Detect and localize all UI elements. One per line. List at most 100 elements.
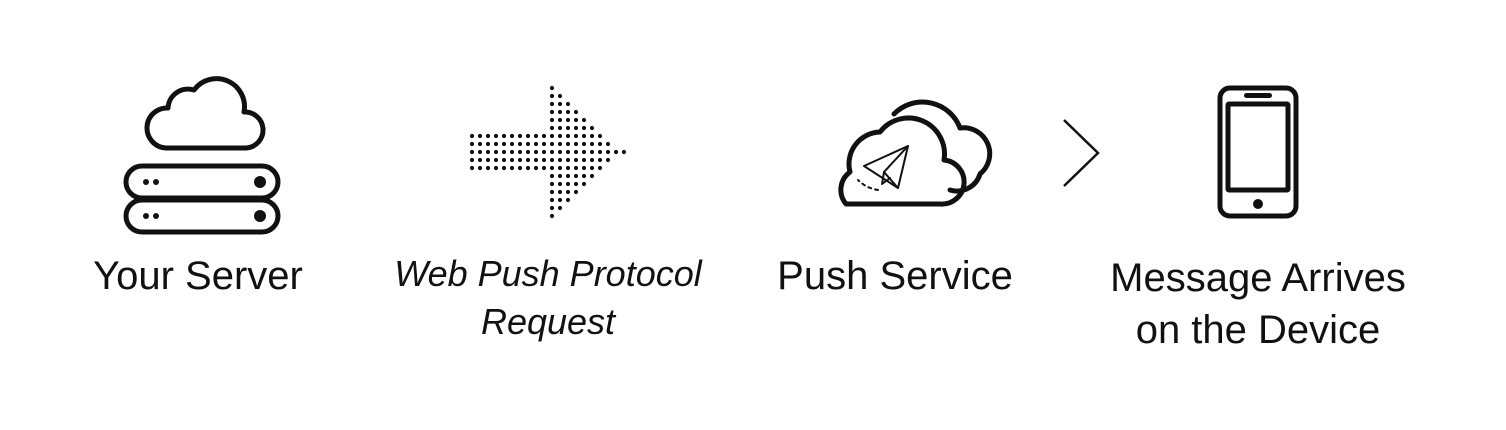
arrow-dot [501,133,507,139]
arrow-dot [533,133,539,139]
arrow-dot [565,141,571,147]
arrow-dot [565,109,571,115]
arrow-dot [557,149,563,155]
arrow-dot [549,197,555,203]
arrow-dot [549,165,555,171]
arrow-dot [565,173,571,179]
step-label-message-arrives: Message Arrives on the Device [1088,252,1428,356]
arrow-dot [493,133,499,139]
arrow-dot [549,213,555,219]
arrow-dot [565,125,571,131]
arrow-dot [485,157,491,163]
arrow-dot [589,133,595,139]
arrow-dot [477,149,483,155]
arrow-dot [581,125,587,131]
step-label-line-1: Web Push Protocol [394,253,702,294]
arrow-dot [549,117,555,123]
arrow-dot [605,149,611,155]
step-label-line-2: on the Device [1135,308,1381,352]
arrow-dot [517,149,523,155]
arrow-dot [549,125,555,131]
arrow-dot [589,157,595,163]
arrow-dot [565,165,571,171]
arrow-dot [517,141,523,147]
arrow-dot [573,157,579,163]
arrow-dot [581,141,587,147]
arrow-dot [549,149,555,155]
arrow-dot [509,149,515,155]
arrow-dot [541,165,547,171]
step-label-line-2: Request [480,301,616,342]
arrow-dot [509,165,515,171]
arrow-dot [517,157,523,163]
arrow-dot [549,141,555,147]
arrow-dot [525,149,531,155]
arrow-dot [581,117,587,123]
step-label-line-1: Message Arrives [1110,256,1406,300]
arrow-dot [565,197,571,203]
arrow-dot [557,125,563,131]
arrow-dot [605,141,611,147]
arrow-dot [557,173,563,179]
arrow-dot [557,197,563,203]
arrow-dot [549,157,555,163]
arrow-dot [597,165,603,171]
arrow-dot [541,149,547,155]
arrow-dot [573,149,579,155]
arrow-dot [581,173,587,179]
arrow-dot [509,133,515,139]
arrow-dot [557,165,563,171]
arrow-dot [581,133,587,139]
arrow-dot [589,141,595,147]
arrow-dot [557,141,563,147]
arrow-dot [525,165,531,171]
arrow-dot [477,157,483,163]
arrow-dot [565,101,571,107]
arrow-dot [477,165,483,171]
arrow-dot [597,133,603,139]
arrow-dot [493,149,499,155]
arrow-dot [589,173,595,179]
arrow-dot [477,141,483,147]
arrow-dot [541,141,547,147]
arrow-dot [565,181,571,187]
arrow-dot [549,101,555,107]
arrow-dot [565,117,571,123]
arrow-dot [501,165,507,171]
arrow-dot [589,165,595,171]
step-label-your-server: Your Server [93,254,303,298]
arrow-dot [613,149,619,155]
cloud-paper-plane-icon [838,99,993,207]
arrow-dot [573,181,579,187]
arrow-dot [549,133,555,139]
arrow-dot [597,141,603,147]
arrow-dot [581,181,587,187]
arrow-dot [573,141,579,147]
arrow-dot [549,93,555,99]
arrow-dot [533,141,539,147]
arrow-dot [549,181,555,187]
arrow-dot [533,157,539,163]
arrow-dot [477,133,483,139]
arrow-dot [589,125,595,131]
arrow-dot [581,165,587,171]
arrow-dot [549,85,555,91]
arrow-dot [509,157,515,163]
arrow-dot [485,165,491,171]
arrow-dot [541,133,547,139]
arrow-dot [557,157,563,163]
dotted-arrow-icon [469,85,627,219]
arrow-dot [541,157,547,163]
arrow-dot [485,149,491,155]
arrow-dot [557,205,563,211]
arrow-dot [525,133,531,139]
arrow-dot [493,141,499,147]
arrow-dot [509,141,515,147]
arrow-dot [533,165,539,171]
arrow-dot [469,133,475,139]
arrow-dot [549,109,555,115]
arrow-dot [573,133,579,139]
arrow-dot [549,189,555,195]
arrow-dot [549,173,555,179]
